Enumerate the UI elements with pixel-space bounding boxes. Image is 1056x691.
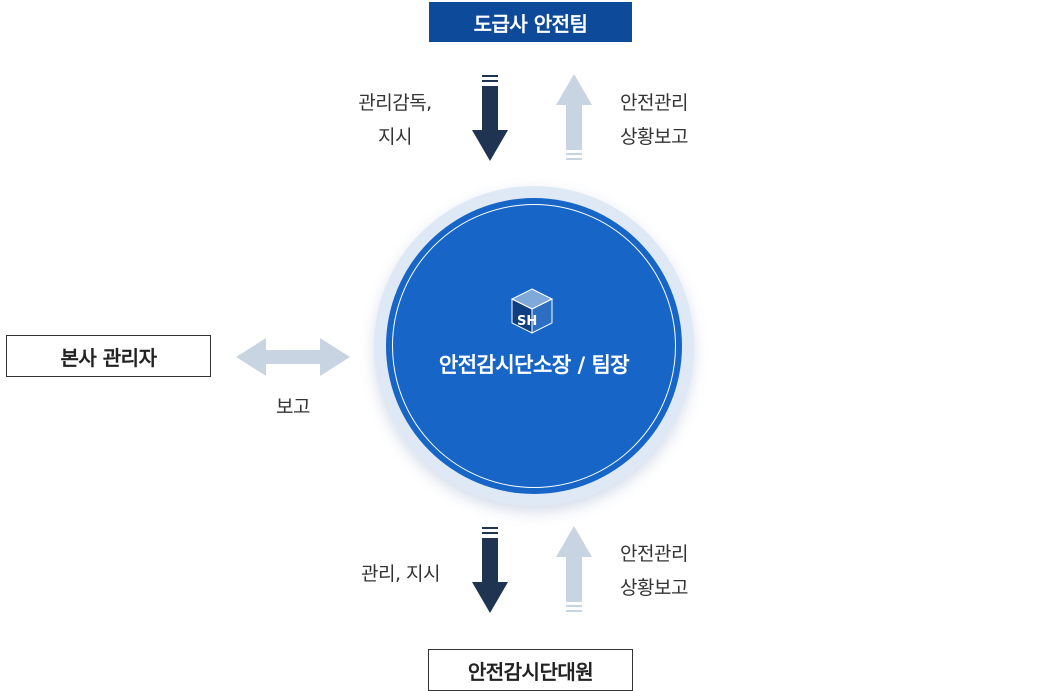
- label-safety-status-report-bottom: 안전관리 상황보고: [620, 537, 688, 605]
- arrow-down-bottom-icon: [472, 527, 508, 613]
- label-safety-status-bottom-line1: 안전관리: [620, 543, 688, 565]
- node-contractor-safety-team: 도급사 안전팀: [429, 2, 632, 42]
- node-safety-monitor-chief-label: 안전감시단소장 / 팀장: [438, 353, 630, 377]
- arrow-up-top-icon: [556, 74, 592, 160]
- node-safety-monitor-members-label: 안전감시단대원: [467, 659, 594, 684]
- node-hq-manager: 본사 관리자: [6, 335, 211, 377]
- label-supervision-line2: 지시: [378, 126, 412, 148]
- label-management-instruction: 관리, 지시: [320, 557, 441, 591]
- node-safety-monitor-members: 안전감시단대원: [428, 649, 633, 691]
- arrow-down-top-icon: [472, 75, 508, 161]
- node-contractor-safety-team-label: 도급사 안전팀: [473, 11, 588, 36]
- label-report: 보고: [258, 390, 328, 424]
- node-safety-monitor-chief: SH 안전감시단소장 / 팀장: [374, 186, 694, 506]
- sh-logo-icon: SH: [510, 288, 554, 334]
- arrow-bidirectional-icon: [236, 338, 350, 376]
- label-safety-status-report-top: 안전관리 상황보고: [620, 86, 688, 154]
- circle-ring: [392, 204, 676, 488]
- label-supervision-line1: 관리감독,: [358, 92, 432, 114]
- label-safety-status-top-line2: 상황보고: [620, 126, 688, 148]
- label-management-text: 관리, 지시: [361, 563, 441, 585]
- label-supervision-instruction: 관리감독, 지시: [330, 86, 460, 154]
- label-safety-status-bottom-line2: 상황보고: [620, 577, 688, 599]
- node-hq-manager-label: 본사 관리자: [60, 345, 157, 370]
- label-safety-status-top-line1: 안전관리: [620, 92, 688, 114]
- arrow-up-bottom-icon: [556, 526, 592, 612]
- sh-logo-text: SH: [517, 314, 537, 329]
- label-report-text: 보고: [276, 396, 310, 418]
